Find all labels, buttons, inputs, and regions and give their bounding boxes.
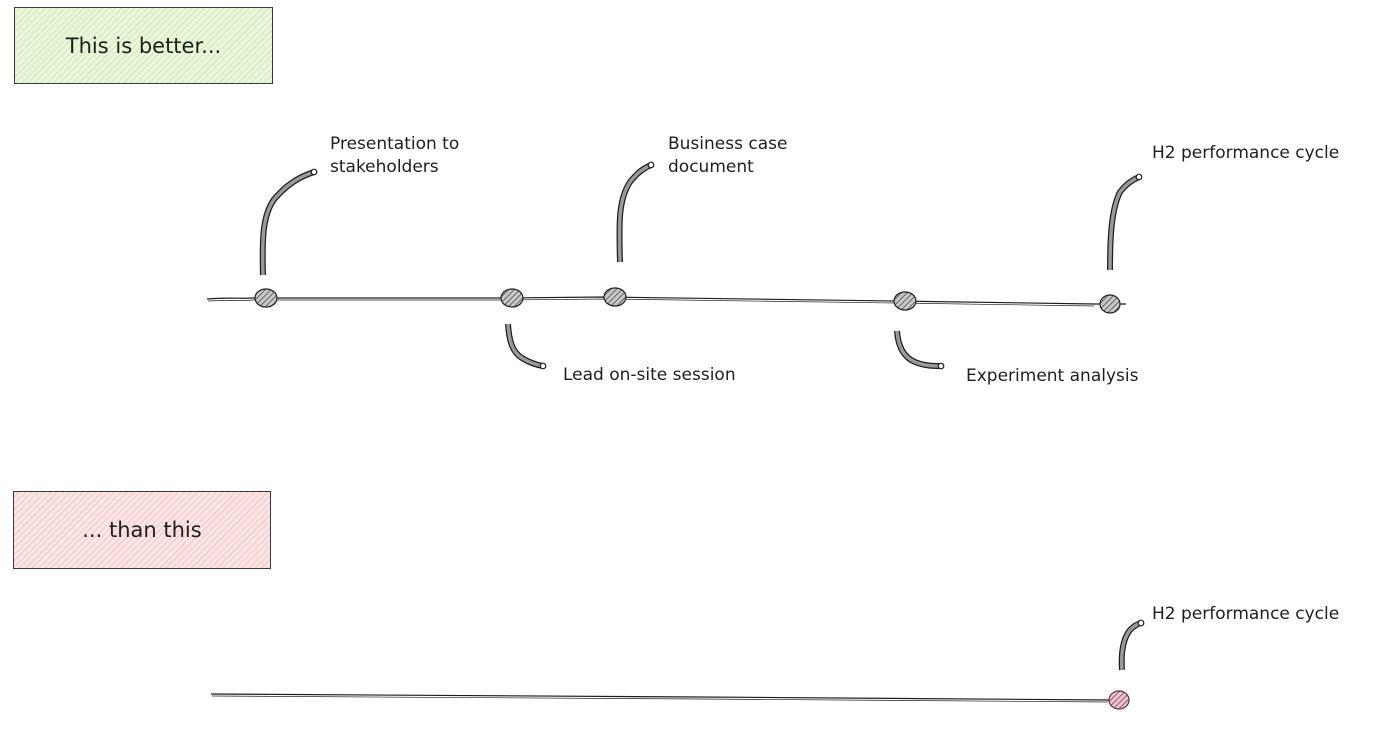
better-label-box: This is better... bbox=[14, 7, 273, 84]
milestone-node bbox=[254, 288, 278, 308]
worse-timeline bbox=[210, 619, 1145, 710]
better-timeline-line bbox=[206, 296, 1126, 305]
milestone-node bbox=[893, 291, 917, 311]
connector-h2-bottom bbox=[1118, 619, 1145, 671]
connector-onsite bbox=[505, 323, 547, 370]
annotation-experiment: Experiment analysis bbox=[966, 366, 1139, 386]
milestone-node bbox=[603, 287, 627, 307]
milestone-node bbox=[1108, 690, 1130, 710]
better-timeline-line-sketch bbox=[207, 298, 1095, 307]
worse-label-box: ... than this bbox=[13, 491, 271, 569]
annotation-business: Business case document bbox=[668, 134, 788, 177]
connector-presentation bbox=[259, 168, 318, 276]
better-label-text: This is better... bbox=[65, 33, 222, 58]
worse-label-text: ... than this bbox=[82, 518, 202, 542]
connector-h2-top bbox=[1107, 173, 1143, 271]
annotation-h2-bottom: H2 performance cycle bbox=[1152, 604, 1340, 624]
annotation-presentation: Presentation to stakeholders bbox=[330, 134, 460, 177]
annotation-onsite: Lead on-site session bbox=[563, 365, 736, 385]
connector-experiment bbox=[894, 330, 945, 370]
milestone-node bbox=[500, 288, 524, 308]
worse-timeline-line-sketch bbox=[211, 695, 1109, 703]
better-timeline bbox=[206, 161, 1143, 370]
milestone-node bbox=[1099, 294, 1121, 314]
annotation-h2-top: H2 performance cycle bbox=[1152, 143, 1340, 163]
connector-business bbox=[616, 161, 655, 263]
